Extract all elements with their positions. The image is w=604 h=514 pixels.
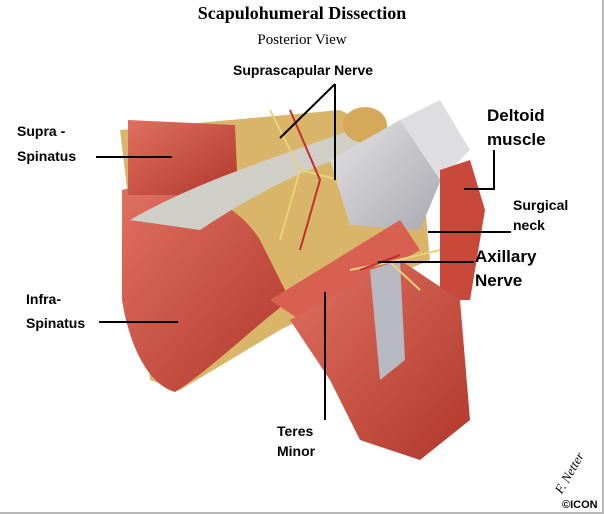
supraspinatus-muscle	[128, 120, 238, 195]
scapular-spine	[130, 115, 385, 230]
label-surgical-neck-2: neck	[513, 217, 545, 233]
label-deltoid-1: Deltoid	[487, 106, 545, 125]
label-infraspinatus-1: Infra-	[26, 291, 61, 307]
label-infraspinatus-2: Spinatus	[26, 315, 86, 331]
label-teres-2: Minor	[277, 443, 316, 459]
label-supraspinatus-1: Supra -	[17, 123, 66, 139]
label-axillary-2: Nerve	[475, 271, 523, 290]
diagram-subtitle: Posterior View	[257, 32, 347, 48]
diagram-title: Scapulohumeral Dissection	[197, 3, 407, 23]
deltoid-muscle	[440, 160, 485, 300]
label-teres-1: Teres	[277, 423, 314, 439]
netter-signature: F. Netter	[551, 449, 588, 497]
deltoid-tendon	[400, 100, 470, 180]
infraspinatus-muscle	[122, 186, 290, 392]
label-axillary-1: Axillary	[475, 247, 537, 266]
label-surgical-neck-1: Surgical	[513, 197, 569, 213]
icon-logo: ©ICON	[562, 499, 598, 511]
label-supraspinatus-2: Spinatus	[17, 148, 77, 164]
triceps-tendon	[370, 260, 405, 380]
teres-minor-muscle	[270, 220, 420, 320]
label-suprascapular-nerve: Suprascapular Nerve	[233, 62, 374, 78]
leader-lines	[96, 83, 511, 420]
label-deltoid-2: muscle	[487, 130, 546, 149]
